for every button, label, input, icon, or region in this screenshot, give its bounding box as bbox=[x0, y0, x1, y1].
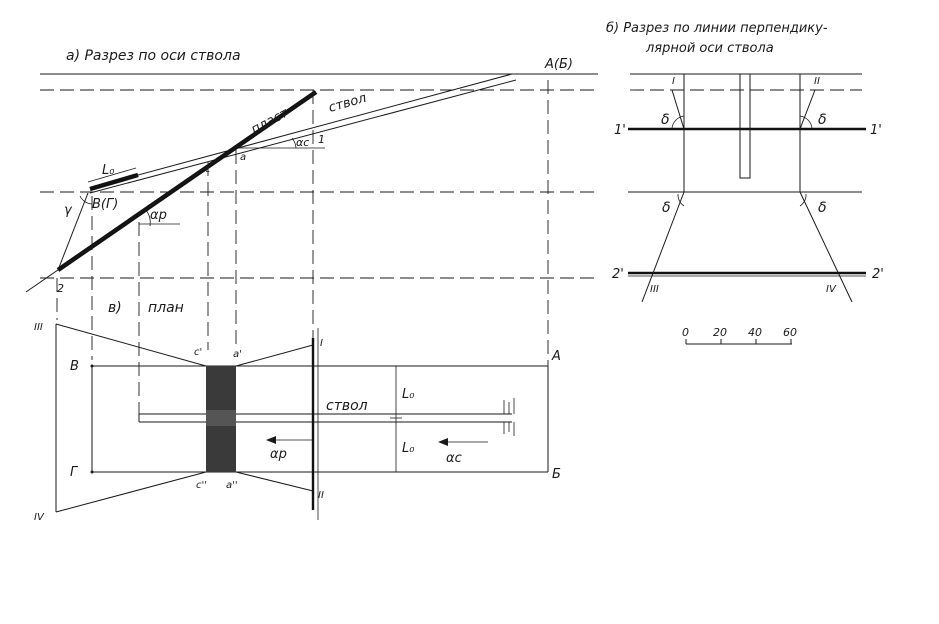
section-b-title-2: лярной оси ствола bbox=[645, 41, 774, 56]
plan-wing-IV bbox=[55, 471, 207, 513]
plan-c2-label: с'' bbox=[196, 480, 207, 491]
gamma-arc bbox=[79, 195, 93, 205]
gamma-label: γ bbox=[64, 203, 73, 218]
plan-point-V bbox=[90, 364, 94, 368]
plan-B-label: Б bbox=[552, 467, 561, 482]
plan-wing-III bbox=[55, 323, 207, 367]
shaft-line-upper bbox=[89, 73, 513, 189]
gamma-line bbox=[57, 192, 89, 271]
shaft-bottom-segment bbox=[89, 172, 139, 192]
b-delta-tr: δ bbox=[818, 112, 827, 128]
b-funnel-right bbox=[799, 191, 853, 303]
scale-label-40: 40 bbox=[748, 326, 762, 339]
seam-thin-line bbox=[25, 91, 317, 293]
stvol-section-label: ствол bbox=[327, 91, 368, 116]
alpha-p-label: αр bbox=[150, 208, 167, 223]
plan-wing-I bbox=[235, 344, 314, 367]
alpha-c-label: αс bbox=[296, 136, 309, 149]
plan-letter: в) bbox=[108, 300, 122, 316]
b-slant-II bbox=[799, 89, 816, 130]
point-1-label: 1 bbox=[318, 133, 325, 146]
shaft-line-lower bbox=[89, 79, 517, 194]
b-center-rect bbox=[739, 73, 751, 179]
section-a: а) Разрез по оси ствола L₀ αс 1 а bbox=[25, 48, 598, 420]
b-II-label: II bbox=[814, 76, 820, 87]
section-v-plan: в) план ствол L₀ L bbox=[34, 300, 561, 523]
b-delta-bl: δ bbox=[662, 200, 671, 216]
scale-bar: 0 20 40 60 bbox=[682, 326, 797, 345]
b-delta-arc-bl bbox=[677, 193, 685, 207]
plan-alpha-p-arrowhead bbox=[266, 436, 276, 444]
b-2-right: 2' bbox=[872, 267, 884, 282]
scale-label-60: 60 bbox=[783, 326, 797, 339]
angle-alpha-p-arc bbox=[143, 207, 151, 227]
b-2-left: 2' bbox=[612, 267, 624, 282]
b-delta-tl: δ bbox=[661, 112, 670, 128]
plan-c1-label: с' bbox=[194, 347, 202, 358]
plan-point-G bbox=[90, 470, 94, 474]
plan-A-label: А bbox=[551, 349, 561, 364]
plan-title: план bbox=[148, 300, 184, 316]
plan-V-label: В bbox=[70, 359, 79, 374]
plan-alpha-c-arrowhead bbox=[438, 438, 448, 446]
plan-a2-label: а'' bbox=[226, 480, 238, 491]
plan-IV-label: IV bbox=[34, 512, 45, 523]
b-1-right: 1' bbox=[870, 123, 882, 138]
plan-alpha-p-label: αр bbox=[270, 447, 287, 462]
b-funnel-left bbox=[641, 191, 685, 303]
L0-dim-line bbox=[87, 167, 137, 183]
point-a-label: а bbox=[240, 152, 246, 163]
AB-top-label: А(Б) bbox=[544, 57, 573, 72]
section-b: б) Разрез по линии перпендику- лярной ос… bbox=[606, 21, 884, 345]
L0-label: L₀ bbox=[102, 163, 115, 178]
plan-seam-strip-gap bbox=[206, 410, 236, 426]
b-delta-arc-br bbox=[799, 193, 807, 207]
plan-II-label: II bbox=[318, 490, 324, 501]
section-b-title-1: б) Разрез по линии перпендику- bbox=[606, 21, 828, 36]
b-delta-arc-tr bbox=[799, 115, 813, 129]
b-slant-I bbox=[671, 89, 685, 130]
plan-a1-label: а' bbox=[233, 349, 242, 360]
point-2-label: 2 bbox=[57, 282, 64, 295]
plan-I-label: I bbox=[320, 338, 323, 349]
VG-label: В(Г) bbox=[92, 197, 118, 212]
b-delta-br: δ bbox=[818, 200, 827, 216]
b-IV-label: IV bbox=[826, 284, 837, 295]
plan-wing-II bbox=[235, 471, 314, 492]
plan-alpha-c-label: αс bbox=[446, 451, 462, 466]
point-c-label: с bbox=[205, 164, 211, 175]
plan-L0-top: L₀ bbox=[402, 387, 415, 402]
scale-label-0: 0 bbox=[682, 326, 689, 339]
b-I-label: I bbox=[672, 76, 675, 87]
b-1-left: 1' bbox=[614, 123, 626, 138]
plan-stvol-label: ствол bbox=[326, 398, 368, 414]
section-a-title: а) Разрез по оси ствола bbox=[66, 48, 241, 64]
plan-G-label: Г bbox=[70, 465, 79, 480]
plast-label: пласт bbox=[249, 106, 291, 138]
plan-L0-bottom: L₀ bbox=[402, 441, 415, 456]
b-delta-arc-tl bbox=[671, 115, 685, 129]
scale-label-20: 20 bbox=[713, 326, 727, 339]
b-III-label: III bbox=[650, 284, 659, 295]
plan-III-label: III bbox=[34, 322, 43, 333]
